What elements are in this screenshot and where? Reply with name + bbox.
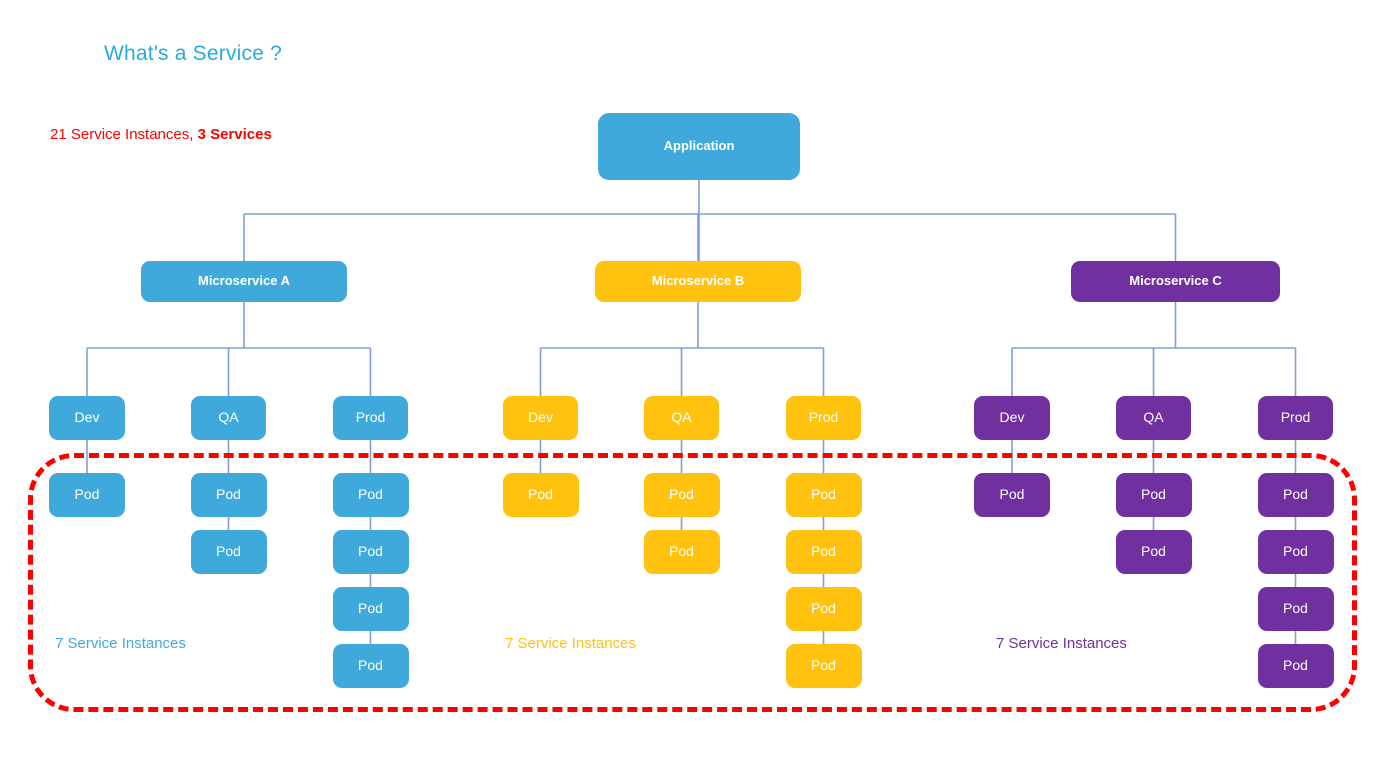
node-pod-c-prod-4-label: Pod — [1283, 657, 1308, 674]
instances-label-c: 7 Service Instances — [996, 635, 1127, 652]
node-pod-b-prod-3-label: Pod — [811, 600, 836, 617]
node-environment-c-qa-label: QA — [1143, 409, 1164, 426]
node-pod-b-prod-3[interactable]: Pod — [785, 587, 862, 631]
node-pod-c-qa-1[interactable]: Pod — [1115, 473, 1192, 517]
node-environment-c-dev-label: Dev — [999, 409, 1025, 426]
node-environment-a-dev[interactable]: Dev — [49, 396, 125, 440]
node-pod-b-prod-2-label: Pod — [811, 543, 836, 560]
node-pod-b-prod-4-label: Pod — [811, 657, 836, 674]
node-pod-c-prod-3-label: Pod — [1283, 600, 1308, 617]
node-environment-b-dev-label: Dev — [528, 409, 553, 426]
node-environment-c-prod-label: Prod — [1280, 409, 1311, 426]
node-application-label: Application — [663, 138, 735, 154]
node-application[interactable]: Application — [598, 113, 800, 180]
node-environment-b-qa-label: QA — [671, 409, 692, 426]
node-pod-b-qa-2-label: Pod — [669, 543, 694, 560]
instances-label-b: 7 Service Instances — [505, 635, 636, 652]
node-pod-b-qa-1[interactable]: Pod — [643, 473, 720, 517]
node-pod-c-prod-2[interactable]: Pod — [1257, 530, 1334, 574]
node-pod-a-prod-3[interactable]: Pod — [332, 587, 409, 631]
node-environment-b-prod-label: Prod — [808, 409, 839, 426]
node-environment-a-qa[interactable]: QA — [191, 396, 266, 440]
node-pod-a-prod-2-label: Pod — [358, 543, 383, 560]
summary-bold: 3 Services — [197, 126, 272, 143]
node-environment-c-prod[interactable]: Prod — [1258, 396, 1333, 440]
node-pod-c-dev-1[interactable]: Pod — [974, 473, 1050, 517]
node-pod-b-prod-1[interactable]: Pod — [785, 473, 862, 517]
node-environment-c-dev[interactable]: Dev — [974, 396, 1050, 440]
node-pod-a-prod-1-label: Pod — [358, 486, 383, 503]
summary-text: 21 Service Instances, 3 Services — [50, 126, 272, 143]
node-pod-a-prod-2[interactable]: Pod — [332, 530, 409, 574]
node-pod-b-dev-1[interactable]: Pod — [502, 473, 579, 517]
node-environment-a-qa-label: QA — [218, 409, 239, 426]
node-environment-a-dev-label: Dev — [74, 409, 100, 426]
node-pod-a-qa-1[interactable]: Pod — [190, 473, 267, 517]
node-pod-c-qa-2[interactable]: Pod — [1115, 530, 1192, 574]
node-pod-b-qa-1-label: Pod — [669, 486, 694, 503]
node-pod-a-qa-1-label: Pod — [216, 486, 241, 503]
node-pod-b-dev-1-label: Pod — [528, 486, 553, 503]
node-pod-c-dev-1-label: Pod — [999, 486, 1025, 503]
node-environment-a-prod-label: Prod — [355, 409, 386, 426]
node-pod-b-prod-1-label: Pod — [811, 486, 836, 503]
node-microservice-a[interactable]: Microservice A — [141, 261, 347, 302]
node-pod-a-prod-3-label: Pod — [358, 600, 383, 617]
node-pod-a-prod-4-label: Pod — [358, 657, 383, 674]
node-pod-c-qa-1-label: Pod — [1141, 486, 1166, 503]
node-environment-b-prod[interactable]: Prod — [786, 396, 861, 440]
node-pod-b-prod-4[interactable]: Pod — [785, 644, 862, 688]
node-pod-c-prod-4[interactable]: Pod — [1257, 644, 1334, 688]
node-pod-c-prod-1[interactable]: Pod — [1257, 473, 1334, 517]
node-microservice-c-label: Microservice C — [1129, 273, 1222, 289]
node-microservice-c[interactable]: Microservice C — [1071, 261, 1280, 302]
node-environment-c-qa[interactable]: QA — [1116, 396, 1191, 440]
node-microservice-b[interactable]: Microservice B — [595, 261, 801, 302]
node-pod-c-prod-1-label: Pod — [1283, 486, 1308, 503]
node-pod-a-qa-2[interactable]: Pod — [190, 530, 267, 574]
node-environment-b-qa[interactable]: QA — [644, 396, 719, 440]
instances-label-a: 7 Service Instances — [55, 635, 186, 652]
summary-plain: 21 Service Instances, — [50, 126, 198, 143]
node-pod-c-prod-2-label: Pod — [1283, 543, 1308, 560]
node-environment-b-dev[interactable]: Dev — [503, 396, 578, 440]
node-pod-a-prod-4[interactable]: Pod — [332, 644, 409, 688]
node-microservice-a-label: Microservice A — [197, 273, 290, 289]
node-environment-a-prod[interactable]: Prod — [333, 396, 408, 440]
node-pod-c-prod-3[interactable]: Pod — [1257, 587, 1334, 631]
node-pod-b-prod-2[interactable]: Pod — [785, 530, 862, 574]
page-title: What's a Service ? — [104, 42, 283, 65]
node-pod-b-qa-2[interactable]: Pod — [643, 530, 720, 574]
node-pod-a-dev-1-label: Pod — [74, 486, 100, 503]
node-pod-a-prod-1[interactable]: Pod — [332, 473, 409, 517]
node-pod-a-qa-2-label: Pod — [216, 543, 241, 560]
node-microservice-b-label: Microservice B — [651, 273, 745, 289]
node-pod-a-dev-1[interactable]: Pod — [49, 473, 125, 517]
node-pod-c-qa-2-label: Pod — [1141, 543, 1166, 560]
